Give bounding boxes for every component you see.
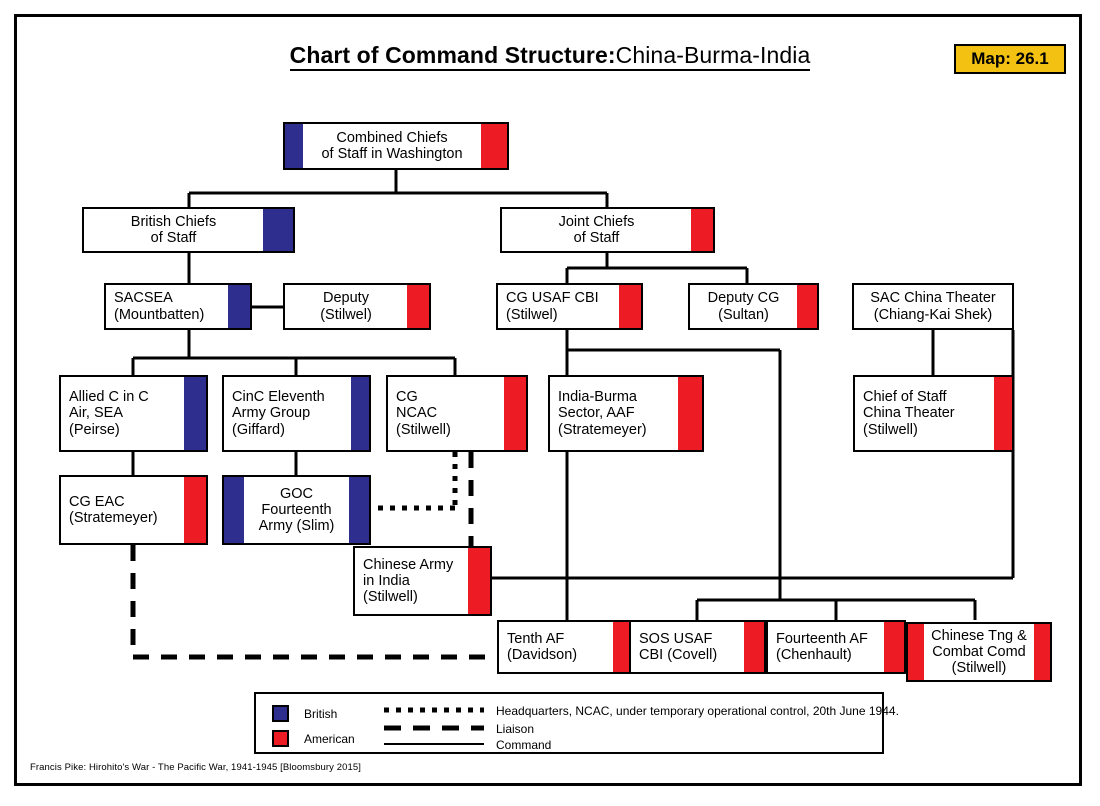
- flag-american: [504, 377, 526, 450]
- node-label: Allied C in C Air, SEA (Peirse): [69, 389, 149, 438]
- node-chinese-army-in-india[interactable]: Chinese Army in India (Stilwell): [353, 546, 492, 616]
- flag-british: [263, 209, 293, 251]
- legend-swatch-american: [272, 730, 289, 747]
- node-label: SACSEA (Mountbatten): [114, 290, 205, 323]
- flag-british: [228, 285, 250, 328]
- flag-american: [184, 477, 206, 543]
- node-fourteenth-af[interactable]: Fourteenth AF (Chenhault): [766, 620, 906, 674]
- node-label: SAC China Theater (Chiang-Kai Shek): [870, 290, 996, 323]
- node-cg-usaf-cbi[interactable]: CG USAF CBI (Stilwel): [496, 283, 643, 330]
- node-label: CG NCAC (Stilwell): [396, 389, 451, 438]
- legend-label-british: British: [304, 707, 338, 721]
- flag-american: [744, 622, 764, 672]
- flag-american: [613, 622, 633, 672]
- legend-swatch-british: [272, 705, 289, 722]
- flag-american: [481, 124, 507, 168]
- flag-american-left: [908, 624, 924, 680]
- page-title: Chart of Command Structure:China-Burma-I…: [0, 42, 1100, 71]
- map-number-badge: Map: 26.1: [954, 44, 1066, 74]
- flag-american: [678, 377, 702, 450]
- legend-label-command: Command: [496, 738, 552, 752]
- node-label: Deputy CG (Sultan): [707, 290, 780, 323]
- node-label: Combined Chiefs of Staff in Washington: [321, 129, 463, 162]
- flag-american-right: [1034, 624, 1050, 680]
- legend-label-ncac-temporary-control: Headquarters, NCAC, under temporary oper…: [496, 704, 899, 718]
- node-combined-chiefs[interactable]: Combined Chiefs of Staff in Washington: [283, 122, 509, 170]
- node-label: SOS USAF CBI (Covell): [639, 630, 718, 663]
- node-label: Chinese Army in India (Stilwell): [363, 556, 454, 606]
- flag-british-left: [224, 477, 244, 543]
- node-india-burma-sector-aaf[interactable]: India-Burma Sector, AAF (Stratemeyer): [548, 375, 704, 452]
- node-cinc-eleventh-army-group[interactable]: CinC Eleventh Army Group (Giffard): [222, 375, 371, 452]
- source-credit: Francis Pike: Hirohito's War - The Pacif…: [30, 762, 362, 773]
- title-subject: China-Burma-India: [615, 42, 811, 71]
- node-cg-eac[interactable]: CG EAC (Stratemeyer): [59, 475, 208, 545]
- node-label: Chinese Tng & Combat Comd (Stilwell): [931, 627, 1027, 677]
- legend: British American Headquarters, NCAC, und…: [254, 692, 899, 754]
- flag-american: [797, 285, 817, 328]
- node-label: Fourteenth AF (Chenhault): [776, 630, 868, 663]
- flag-american: [994, 377, 1012, 450]
- flag-american: [407, 285, 429, 328]
- node-goc-fourteenth-army[interactable]: GOC Fourteenth Army (Slim): [222, 475, 371, 545]
- node-british-chiefs-of-staff[interactable]: British Chiefs of Staff: [82, 207, 295, 253]
- flag-british: [285, 124, 303, 168]
- dashed-liaison-line: [130, 452, 497, 660]
- node-cg-ncac[interactable]: CG NCAC (Stilwell): [386, 375, 528, 452]
- node-label: British Chiefs of Staff: [130, 213, 217, 246]
- flag-american: [619, 285, 641, 328]
- node-label: Tenth AF (Davidson): [507, 630, 578, 663]
- legend-label-american: American: [304, 732, 355, 746]
- flag-american: [691, 209, 713, 251]
- node-label: GOC Fourteenth Army (Slim): [258, 485, 335, 535]
- node-label: CG EAC (Stratemeyer): [69, 493, 158, 526]
- node-label: CinC Eleventh Army Group (Giffard): [232, 389, 325, 438]
- node-label: India-Burma Sector, AAF (Stratemeyer): [558, 389, 647, 438]
- legend-label-liaison: Liaison: [496, 722, 535, 736]
- flag-british: [184, 377, 206, 450]
- node-label: Deputy (Stilwel): [320, 290, 372, 323]
- title-main: Chart of Command Structure:: [289, 42, 616, 71]
- dotted-ncac-line: [371, 452, 458, 511]
- node-sac-china-theater[interactable]: SAC China Theater (Chiang-Kai Shek): [852, 283, 1014, 330]
- node-sos-usaf-cbi[interactable]: SOS USAF CBI (Covell): [629, 620, 766, 674]
- flag-american: [884, 622, 904, 672]
- node-chinese-tng-combat-comd[interactable]: Chinese Tng & Combat Comd (Stilwell): [906, 622, 1052, 682]
- node-deputy-cg-sultan[interactable]: Deputy CG (Sultan): [688, 283, 819, 330]
- flag-british: [351, 377, 369, 450]
- flag-british-right: [349, 477, 369, 543]
- node-chief-of-staff-china-theater[interactable]: Chief of Staff China Theater (Stilwell): [853, 375, 1014, 452]
- node-allied-cinc-air-sea[interactable]: Allied C in C Air, SEA (Peirse): [59, 375, 208, 452]
- node-label: CG USAF CBI (Stilwel): [506, 290, 599, 323]
- node-label: Chief of Staff China Theater (Stilwell): [863, 389, 955, 438]
- node-joint-chiefs-of-staff[interactable]: Joint Chiefs of Staff: [500, 207, 715, 253]
- node-label: Joint Chiefs of Staff: [558, 213, 635, 246]
- node-sacsea[interactable]: SACSEA (Mountbatten): [104, 283, 252, 330]
- legend-line-samples: [384, 707, 484, 746]
- flag-american: [468, 548, 490, 614]
- node-deputy-stilwel[interactable]: Deputy (Stilwel): [283, 283, 431, 330]
- node-tenth-af[interactable]: Tenth AF (Davidson): [497, 620, 635, 674]
